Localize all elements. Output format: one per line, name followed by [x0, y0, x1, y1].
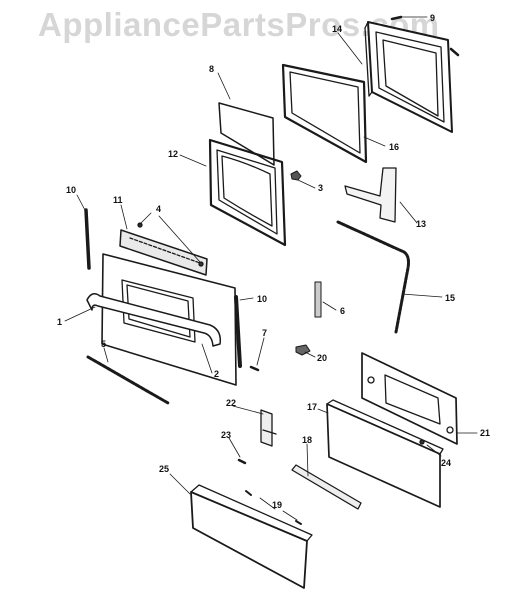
part-label: 19 [272, 500, 282, 510]
part-label: 8 [209, 64, 214, 74]
drawer-front-part[interactable] [326, 399, 444, 508]
glass-panel-part[interactable] [218, 102, 275, 166]
screw-part[interactable] [390, 15, 460, 57]
part-label: 12 [168, 149, 178, 159]
part-label: 1 [57, 317, 62, 327]
clip-part[interactable] [290, 170, 302, 181]
bottom-trim-part[interactable] [86, 355, 170, 405]
spring-part[interactable] [314, 281, 322, 318]
side-trim-part[interactable] [234, 295, 242, 368]
part-label: 4 [156, 204, 161, 214]
leader-lines [64, 16, 478, 521]
screw-part[interactable] [237, 458, 247, 465]
part-label: 3 [318, 183, 323, 193]
part-label: 2 [214, 369, 219, 379]
part-label: 10 [66, 185, 76, 195]
part-label: 14 [332, 24, 342, 34]
drawer-panel-part[interactable] [190, 484, 313, 589]
outer-door-frame-part[interactable] [364, 21, 453, 133]
part-label: 18 [302, 435, 312, 445]
window-frame-part[interactable] [281, 63, 368, 164]
part-label: 9 [430, 13, 435, 23]
part-label: 24 [441, 458, 451, 468]
part-label: 7 [262, 328, 267, 338]
part-label: 21 [480, 428, 490, 438]
door-handle-part[interactable] [86, 293, 222, 347]
insulation-corner-part[interactable] [344, 167, 397, 223]
side-trim-part[interactable] [84, 208, 91, 270]
part-label: 22 [226, 398, 236, 408]
part-label: 10 [257, 294, 267, 304]
vent-trim-part[interactable] [119, 222, 208, 276]
part-label: 13 [416, 219, 426, 229]
part-label: 16 [389, 142, 399, 152]
part-label: 5 [101, 339, 106, 349]
screw-part[interactable] [245, 490, 302, 525]
screw-part[interactable] [249, 365, 260, 372]
part-number-labels: 8 9 14 16 12 3 10 11 4 13 10 15 6 1 7 5 … [57, 13, 490, 510]
part-label: 20 [317, 353, 327, 363]
inner-door-liner-part[interactable] [208, 138, 287, 247]
hinge-part[interactable] [260, 409, 277, 447]
part-label: 15 [445, 293, 455, 303]
part-label: 11 [113, 195, 123, 205]
drawer-strip-part[interactable] [291, 464, 362, 510]
door-gasket-part[interactable] [336, 220, 410, 334]
part-label: 23 [221, 430, 231, 440]
part-label: 17 [307, 402, 317, 412]
part-label: 25 [159, 464, 169, 474]
part-label: 6 [340, 306, 345, 316]
drawer-bracket-part[interactable] [361, 352, 458, 445]
